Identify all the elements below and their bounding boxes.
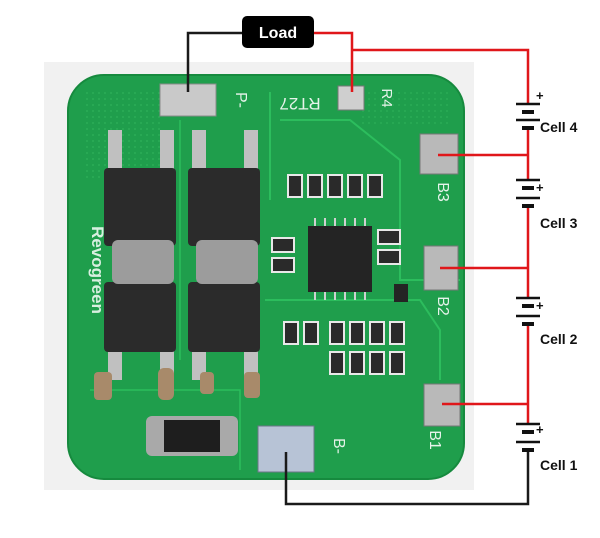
rt27-label: RT27	[279, 94, 320, 113]
wire-cell1-to-b-minus	[284, 450, 530, 506]
cell-3-label: Cell 3	[540, 215, 578, 231]
smd-resistors-bottom	[283, 321, 405, 375]
cell-4: + Cell 4	[516, 88, 578, 135]
shunt-body	[164, 420, 220, 452]
p-minus-label: P-	[232, 92, 249, 108]
transistor	[394, 284, 408, 302]
load-box: Load	[242, 16, 314, 48]
solder-blob	[158, 368, 174, 400]
b3-label: B3	[434, 182, 451, 202]
brand-label: Revogreen	[88, 226, 107, 314]
b2-label: B2	[434, 296, 451, 316]
wire-load-to-r4	[312, 31, 354, 92]
cell-1: + Cell 1	[516, 422, 578, 473]
wire-load-to-p-minus	[186, 31, 242, 92]
mosfet-array	[104, 130, 260, 380]
cell-1-label: Cell 1	[540, 457, 578, 473]
solder-blob	[94, 372, 112, 400]
smd-resistors-top	[271, 174, 401, 273]
cell-4-plus: +	[536, 88, 544, 103]
solder-blob	[244, 372, 260, 398]
b1-label: B1	[426, 430, 443, 450]
protection-ic	[308, 218, 372, 300]
cell-4-label: Cell 4	[540, 119, 578, 135]
b-minus-label: B-	[330, 438, 347, 454]
cell-3: + Cell 3	[516, 178, 578, 231]
p-minus-pad	[159, 83, 217, 117]
cell-3-plus: +	[536, 180, 544, 195]
cell-2-label: Cell 2	[540, 331, 578, 347]
wires	[186, 31, 530, 506]
r4-label: R4	[378, 88, 395, 107]
cell-2-plus: +	[536, 298, 544, 313]
cell-1-plus: +	[536, 422, 544, 437]
load-label: Load	[259, 25, 297, 42]
wire-r4-to-cell4	[352, 48, 530, 104]
cell-2: + Cell 2	[516, 296, 578, 347]
solder-blob	[200, 372, 214, 394]
